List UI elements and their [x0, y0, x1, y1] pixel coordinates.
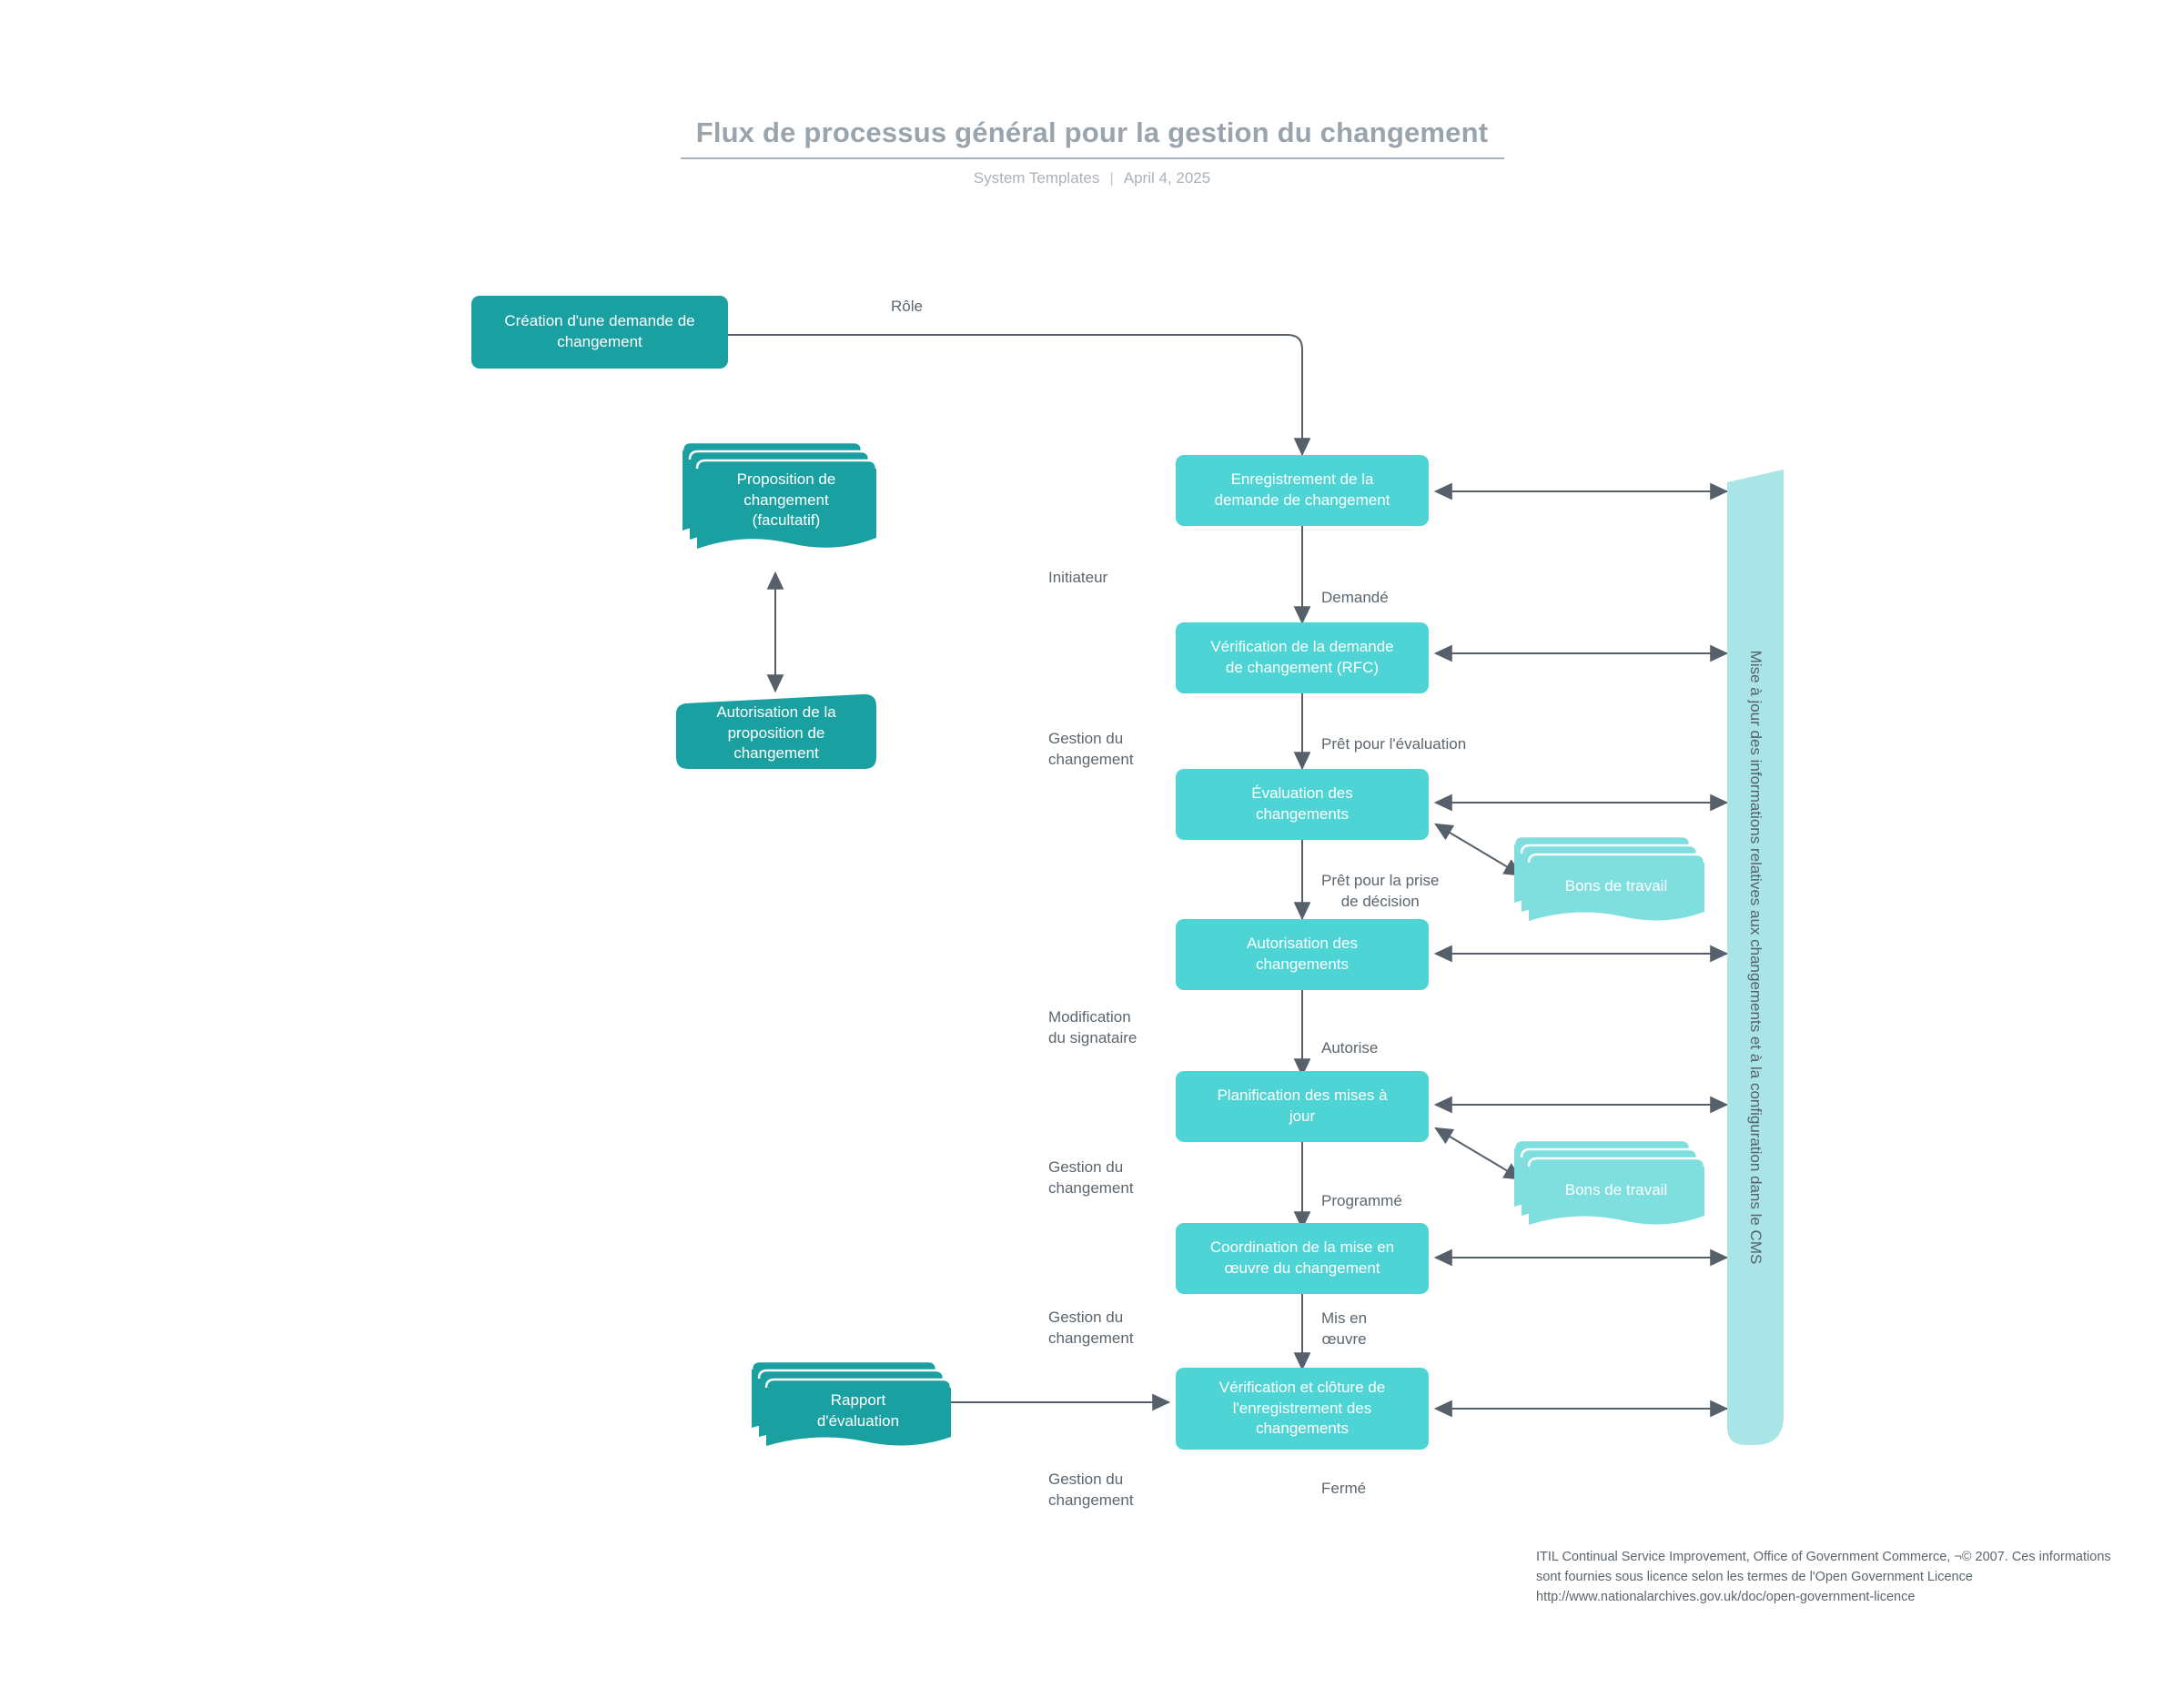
subtitle-separator: | — [1109, 169, 1114, 187]
flow-label-demande: Demandé — [1321, 589, 1389, 606]
cms-band-label: Mise à jour des informations relatives a… — [1747, 650, 1764, 1265]
title-divider — [680, 157, 1504, 159]
role-label-modification-signataire: Modification du signataire — [1048, 1008, 1138, 1047]
connector-creation-to-enregistrement — [728, 334, 1311, 457]
node-label: Création d'une demande de changement — [504, 312, 695, 350]
node-planification-mises-a-jour[interactable]: Planification des mises à jour — [1176, 1071, 1429, 1142]
node-label: Proposition de changement (facultatif) — [736, 470, 836, 530]
document-text-wrap: Proposition de changement (facultatif) — [695, 467, 877, 534]
node-verification-cloture[interactable]: Vérification et clôture de l'enregistrem… — [1176, 1368, 1429, 1450]
node-bons-de-travail-2[interactable]: Bons de travail — [1509, 1139, 1705, 1228]
node-enregistrement[interactable]: Enregistrement de la demande de changeme… — [1176, 455, 1429, 526]
flow-label-autorise: Autorise — [1321, 1039, 1379, 1056]
node-label: Évaluation des changements — [1251, 784, 1353, 823]
page-title: Flux de processus général pour la gestio… — [695, 116, 1489, 148]
document-stack-shape — [681, 441, 877, 549]
node-label: Planification des mises à jour — [1217, 1087, 1388, 1125]
cms-band-shape — [1727, 470, 1784, 1445]
node-label: Autorisation des changements — [1247, 935, 1358, 973]
role-label-gestion-changement-1: Gestion du changement — [1048, 730, 1134, 769]
node-coordination-mise-en-oeuvre[interactable]: Coordination de la mise en œuvre du chan… — [1176, 1223, 1429, 1294]
attribution-text: ITIL Continual Service Improvement, Offi… — [1536, 1550, 2111, 1605]
node-creation-demande[interactable]: Création d'une demande de changement — [471, 296, 728, 369]
node-label: Vérification et clôture de l'enregistrem… — [1218, 1379, 1386, 1438]
role-label-gestion-changement-3: Gestion du changement — [1048, 1309, 1134, 1348]
node-proposition-changement[interactable]: Proposition de changement (facultatif) — [675, 441, 877, 558]
cms-update-band: Mise à jour des informations relatives a… — [1727, 470, 1784, 1445]
document-shape — [676, 693, 876, 769]
document-header: Flux de processus général pour la gestio… — [0, 116, 2184, 187]
document-text-wrap: Bons de travail — [1527, 863, 1705, 910]
node-bons-de-travail-1[interactable]: Bons de travail — [1509, 835, 1705, 925]
node-autorisation-proposition[interactable]: Autorisation de la proposition de change… — [675, 693, 877, 770]
node-verification-rfc[interactable]: Vérification de la demande de changement… — [1176, 622, 1429, 693]
document-stack-shape — [750, 1360, 952, 1446]
document-text-wrap: Rapport d'évaluation — [764, 1386, 952, 1437]
document-stack-shape — [1512, 835, 1705, 921]
role-label-initiateur: Initiateur — [1048, 569, 1108, 586]
node-label: Coordination de la mise en œuvre du chan… — [1209, 1238, 1395, 1277]
role-label-gestion-changement-2: Gestion du changement — [1048, 1158, 1134, 1198]
node-label: Bons de travail — [1564, 1180, 1668, 1198]
flow-label-pret-decision: Prêt pour la prise de décision — [1321, 872, 1440, 911]
node-label: Autorisation de la proposition de change… — [716, 703, 836, 763]
node-label: Rapport d'évaluation — [816, 1391, 900, 1430]
node-label: Bons de travail — [1564, 876, 1668, 895]
flow-label-ferme: Fermé — [1321, 1480, 1367, 1497]
document-text-wrap: Bons de travail — [1527, 1167, 1705, 1214]
flow-label-mis-en-oeuvre: Mis en œuvre — [1321, 1309, 1368, 1349]
flow-label-role: Rôle — [891, 298, 923, 315]
subtitle-date: April 4, 2025 — [1123, 169, 1211, 187]
node-label: Enregistrement de la demande de changeme… — [1214, 470, 1390, 509]
node-autorisation-changements[interactable]: Autorisation des changements — [1176, 919, 1429, 990]
role-label-gestion-changement-4: Gestion du changement — [1048, 1471, 1134, 1510]
node-rapport-evaluation[interactable]: Rapport d'évaluation — [746, 1360, 952, 1450]
document-subtitle: System Templates | April 4, 2025 — [0, 169, 2184, 187]
flow-label-programme: Programmé — [1321, 1192, 1402, 1209]
subtitle-source: System Templates — [973, 169, 1100, 187]
flow-label-pret-evaluation: Prêt pour l'évaluation — [1321, 735, 1467, 753]
document-text-wrap: Autorisation de la proposition de change… — [675, 701, 877, 766]
node-evaluation-changements[interactable]: Évaluation des changements — [1176, 769, 1429, 840]
document-stack-shape — [1512, 1139, 1705, 1225]
node-label: Vérification de la demande de changement… — [1210, 638, 1394, 676]
